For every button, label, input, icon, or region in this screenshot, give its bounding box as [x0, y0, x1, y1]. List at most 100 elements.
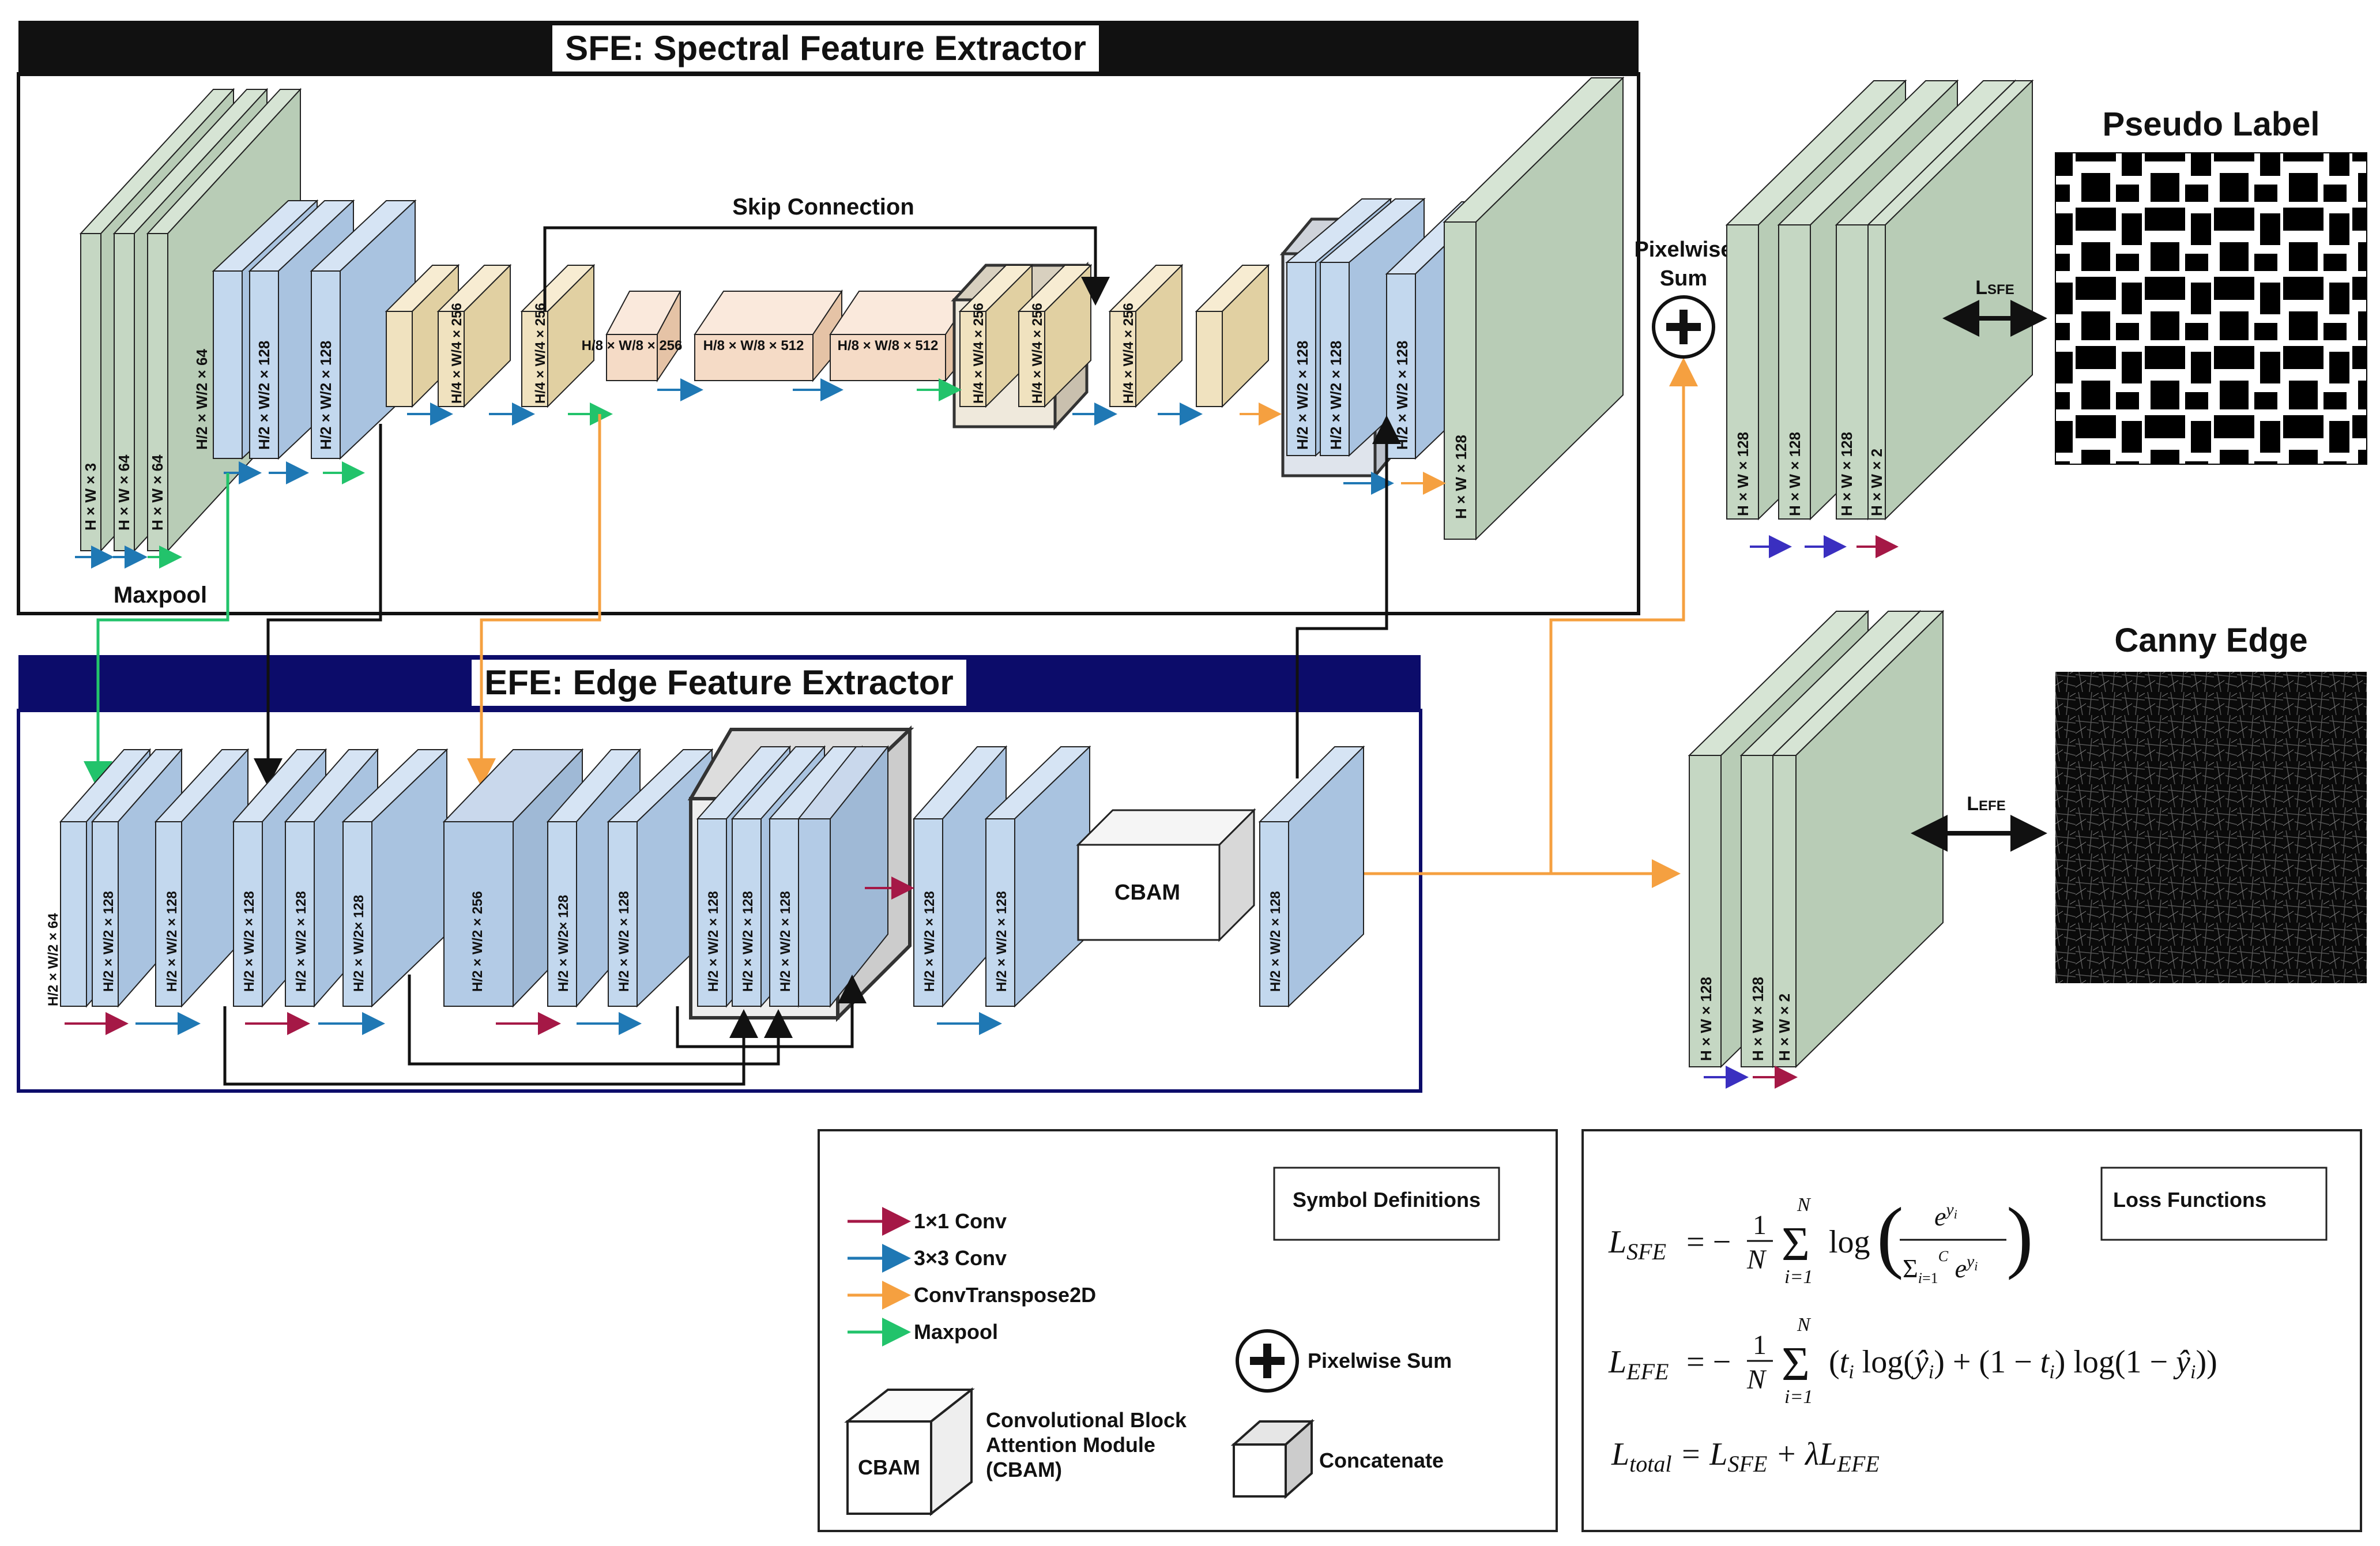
efe-cbam-label: CBAM [1114, 881, 1180, 905]
sfe-block: H/4 × W/4 × 256 [436, 264, 512, 408]
efe-skip-lines [223, 975, 867, 1086]
sfe-block: H/4 × W/4 × 256 [520, 264, 596, 408]
sfe-block-label: H × W × 64 [149, 454, 166, 531]
sfe-block-label: H/8 × W/8 × 512 [703, 338, 804, 353]
sfe-block-label: H/2 × W/2 × 64 [193, 349, 210, 450]
sfe-head: H × W × 128 H × W × 128 H × W × 128 H × … [1725, 79, 2034, 521]
svg-text:log: log [1829, 1224, 1870, 1260]
sfe-block: H/4 × W/4 × 256 [1108, 264, 1184, 408]
legend-maxpool: Maxpool [914, 1320, 998, 1344]
legend-pixelwise-sum: Pixelwise Sum [1308, 1349, 1452, 1372]
svg-text:eyi: eyi [1934, 1200, 1957, 1231]
sfe-block: H/8 × W/8 × 256 [582, 291, 683, 383]
legend-title: Symbol Definitions [1293, 1188, 1481, 1212]
pixelwise-sum-label-2: Sum [1660, 266, 1707, 291]
pseudo-label-image [2055, 152, 2367, 465]
efe-block-label: H/2 × W/2 × 128 [616, 891, 632, 992]
maxpool-label: Maxpool [114, 582, 207, 608]
svg-text:N: N [1797, 1314, 1812, 1336]
svg-text:1: 1 [1753, 1330, 1767, 1360]
efe-block-label: H/2 × W/2 × 128 [242, 891, 257, 992]
efe-block-label: H/2 × W/2 × 128 [922, 891, 937, 992]
legend-cbam-cube: CBAM [844, 1387, 975, 1517]
efe-title: EFE: Edge Feature Extractor [484, 663, 954, 702]
sfe-block [1195, 264, 1270, 408]
sfe-block: H/4 × W/4 × 256 [1017, 264, 1093, 408]
sfe-block-label: H × W × 64 [115, 454, 133, 531]
svg-text:= −: = − [1686, 1344, 1731, 1380]
efe-block-label: H/2 × W/2 × 64 [46, 913, 61, 1006]
pixelwise-sum: Pixelwise Sum [1634, 238, 1733, 359]
svg-text:Σ: Σ [1782, 1217, 1810, 1271]
legend-cbam-box-label: CBAM [858, 1455, 920, 1479]
sfe-block-label: H/2 × W/2 × 128 [1294, 341, 1311, 450]
efe-cbam-block: CBAM [1076, 808, 1256, 942]
skip-connection-line [543, 226, 1110, 311]
svg-text:Σ: Σ [1782, 1337, 1810, 1391]
efe-block-label: H/2 × W/2 × 128 [994, 891, 1010, 992]
efe-block-label: H/2 × W/2 × 128 [706, 891, 721, 992]
efe-frame [17, 709, 1422, 1093]
sfe-block: H × W × 128 [1443, 76, 1625, 541]
efe-block [797, 745, 890, 1008]
legend-cbam-desc-1: Convolutional Block [986, 1408, 1187, 1432]
svg-text:N: N [1746, 1364, 1767, 1395]
sfe-block-label: H/2 × W/2 × 128 [1327, 341, 1345, 450]
legend-concat-cube [1230, 1419, 1315, 1499]
efe-blocks: H/2 × W/2 × 64 H/2 × W/2 × 128 H/2 × W/2… [46, 725, 1365, 1022]
efe-block: H/2 × W/2 × 128 [154, 748, 250, 1008]
sfe-blocks: H × W × 3 H × W × 64 H × W × 64 H/2 × W/… [79, 76, 1625, 552]
sfe-block-label: H × W × 3 [82, 463, 99, 531]
lefe-formula: LEFE = − 1 N N Σ i=1 (ti log(ŷi) + (1 − … [1608, 1314, 2217, 1408]
svg-text:i=1: i=1 [1784, 1266, 1813, 1288]
efe-head-label: H × W × 128 [1749, 977, 1767, 1061]
legend-convt: ConvTranspose2D [914, 1283, 1096, 1307]
lefe-label: LEFE [1967, 793, 2005, 815]
sfe-block-label: H/2 × W/2 × 128 [1394, 341, 1411, 450]
legend-conv1: 1×1 Conv [914, 1209, 1007, 1233]
pseudo-label-title: Pseudo Label [2102, 106, 2319, 143]
sfe-block-label: H/8 × W/8 × 512 [838, 338, 939, 353]
sfe-block-label: H/4 × W/4 × 256 [449, 303, 465, 404]
efe-block-label: H/2 × W/2 × 128 [1268, 891, 1283, 992]
skip-connection-label: Skip Connection [732, 194, 914, 220]
sfe-block-label: H/4 × W/4 × 256 [1121, 303, 1136, 404]
efe-block-label: H/2 × W/2 × 128 [164, 891, 180, 992]
svg-text:N: N [1797, 1194, 1812, 1216]
sfe-inner-arrows [75, 378, 1446, 569]
efe-head-block: H × W × 2 [1771, 610, 1945, 1069]
legend-cbam-desc-2: Attention Module [986, 1433, 1155, 1457]
canny-edge-image [2055, 672, 2367, 983]
efe-block-label: H/2 × W/2 × 128 [101, 891, 116, 992]
legend-title-box [1273, 1167, 1500, 1241]
efe-block-label: H/2 × W/2 × 128 [740, 891, 756, 992]
efe-inner-arrows [65, 877, 1002, 1035]
efe-block-label: H/2 × W/2× 128 [351, 895, 367, 992]
sfe-head-label: H × W × 128 [1838, 432, 1855, 516]
legend-conv3: 3×3 Conv [914, 1246, 1007, 1270]
sfe-head-label: H × W × 128 [1786, 432, 1803, 516]
loss-title-box [2100, 1167, 2328, 1241]
sfe-block-label: H/8 × W/8 × 256 [582, 338, 683, 353]
efe-block-label: H/2 × W/2 × 256 [470, 891, 485, 992]
svg-text:N: N [1746, 1244, 1767, 1275]
svg-text:= −: = − [1686, 1224, 1731, 1260]
efe-block-label: H/2 × W/2× 128 [556, 895, 571, 992]
sfe-head-label: H × W × 2 [1868, 449, 1885, 516]
svg-text:1: 1 [1753, 1210, 1767, 1240]
efe-block-label: H/2 × W/2 × 128 [293, 891, 309, 992]
legend-panel: Symbol Definitions 1×1 Conv 3×3 Conv Con… [818, 1129, 1558, 1532]
legend-concatenate: Concatenate [1319, 1449, 1444, 1472]
efe-head-label: H × W × 2 [1776, 994, 1793, 1061]
svg-text:LEFE: LEFE [1608, 1344, 1669, 1385]
loss-title: Loss Functions [2113, 1188, 2266, 1212]
legend-cbam-desc-3: (CBAM) [986, 1458, 1062, 1481]
sfe-block-label: H/4 × W/4 × 256 [971, 303, 986, 404]
sfe-block-label: H × W × 128 [1452, 435, 1470, 519]
sfe-title-box [552, 25, 1099, 72]
svg-text:(: ( [1877, 1191, 1904, 1281]
efe-title-box [472, 660, 966, 706]
efe-block-label: H/2 × W/2 × 128 [778, 891, 793, 992]
svg-text:): ) [2006, 1191, 2033, 1281]
